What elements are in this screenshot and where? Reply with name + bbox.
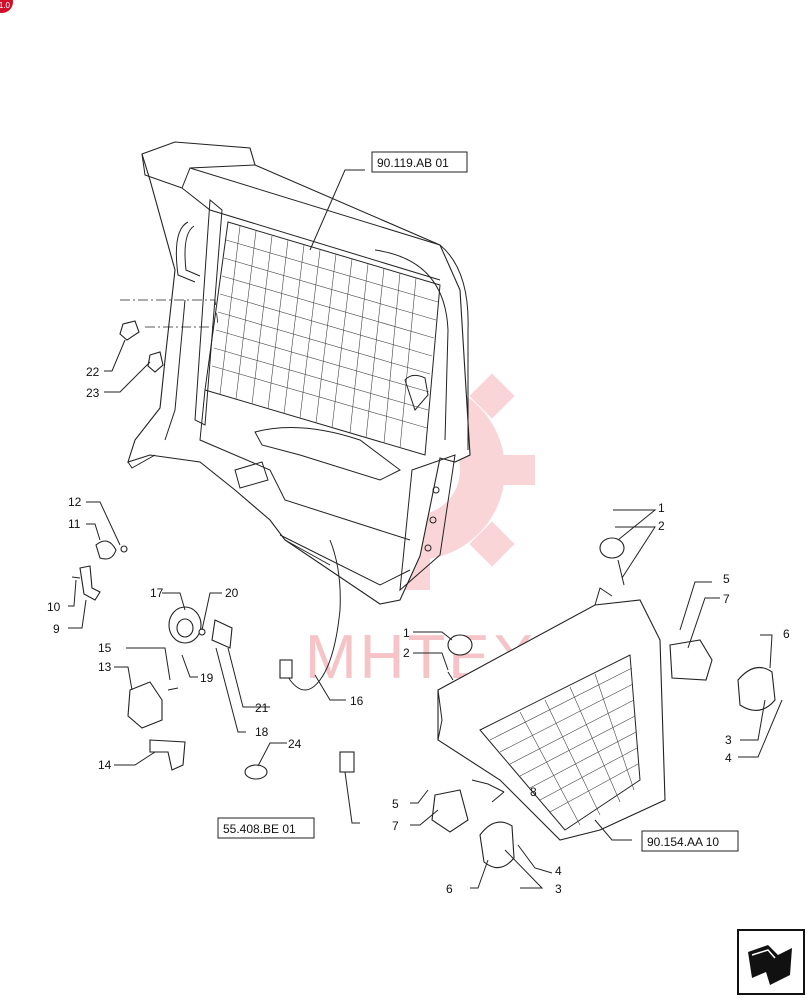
ref-switch[interactable]: 55.408.BE 01: [217, 817, 315, 839]
callout-5: 5: [392, 797, 399, 811]
callout-10: 10: [47, 600, 61, 614]
callout-1: 1: [403, 626, 410, 640]
part-7-hinge-lower: [431, 789, 469, 833]
callout-22: 22: [86, 365, 100, 379]
callout-6: 6: [446, 882, 453, 896]
part-17-horn: [168, 606, 206, 644]
callout-20: 20: [225, 586, 239, 600]
callout-13: 13: [98, 660, 112, 674]
part-11-clip: [95, 540, 117, 560]
part-1-bushing-upper: [599, 537, 625, 559]
callout-21: 21: [255, 701, 269, 715]
callout-19: 19: [200, 671, 214, 685]
callout-5: 5: [723, 572, 730, 586]
ref-frame-label: 90.119.AB 01: [377, 156, 449, 170]
part-14-bracket: [149, 739, 186, 771]
leader-lines: [68, 169, 783, 889]
callout-15: 15: [98, 641, 112, 655]
callout-6: 6: [783, 627, 790, 641]
callout-14: 14: [98, 758, 112, 772]
corner-badge: 1.0: [0, 0, 13, 13]
grille-assembly: [437, 587, 666, 841]
ref-frame[interactable]: 90.119.AB 01: [371, 151, 468, 173]
part-9-bracket: [79, 565, 101, 601]
callout-4: 4: [555, 864, 562, 878]
part-6-latch-lower: [479, 821, 515, 869]
callout-8: 8: [530, 785, 537, 799]
callouts: 1 2 1 2 5 7 6 3 4 5 7 8 4 3 6 12 11 10 9…: [47, 365, 790, 896]
callout-7: 7: [723, 592, 730, 606]
part-1-bushing-lower: [447, 634, 473, 656]
callout-4: 4: [725, 751, 732, 765]
part-23-switch: [147, 351, 164, 373]
ref-grille[interactable]: 90.154.AA 10: [641, 830, 739, 852]
part-6-latch-right: [737, 666, 776, 711]
ref-switch-label: 55.408.BE 01: [223, 822, 296, 836]
callout-9: 9: [53, 622, 60, 636]
next-page-arrow-icon[interactable]: [737, 929, 805, 995]
part-13-bracket: [127, 681, 163, 729]
part-16-harness: [284, 539, 341, 691]
part-22-switch: [119, 320, 140, 341]
part-7-hinge-right: [669, 639, 713, 681]
part-24-ring: [244, 764, 268, 780]
callout-23: 23: [86, 386, 100, 400]
callout-2: 2: [658, 519, 665, 533]
callout-2: 2: [403, 646, 410, 660]
callout-3: 3: [725, 733, 732, 747]
switch-part: [339, 751, 355, 773]
callout-7: 7: [392, 819, 399, 833]
callout-16: 16: [350, 694, 364, 708]
screen-mesh: [204, 221, 441, 456]
callout-11: 11: [68, 517, 81, 531]
callout-24: 24: [288, 737, 302, 751]
corner-badge-text: 1.0: [0, 1, 10, 10]
cab-frame: [127, 141, 471, 605]
callout-12: 12: [68, 495, 82, 509]
callout-17: 17: [150, 586, 164, 600]
ref-grille-label: 90.154.AA 10: [647, 835, 719, 849]
callout-1: 1: [658, 501, 665, 515]
callout-3: 3: [555, 882, 562, 896]
callout-18: 18: [255, 725, 269, 739]
part-18-bracket: [211, 619, 233, 649]
